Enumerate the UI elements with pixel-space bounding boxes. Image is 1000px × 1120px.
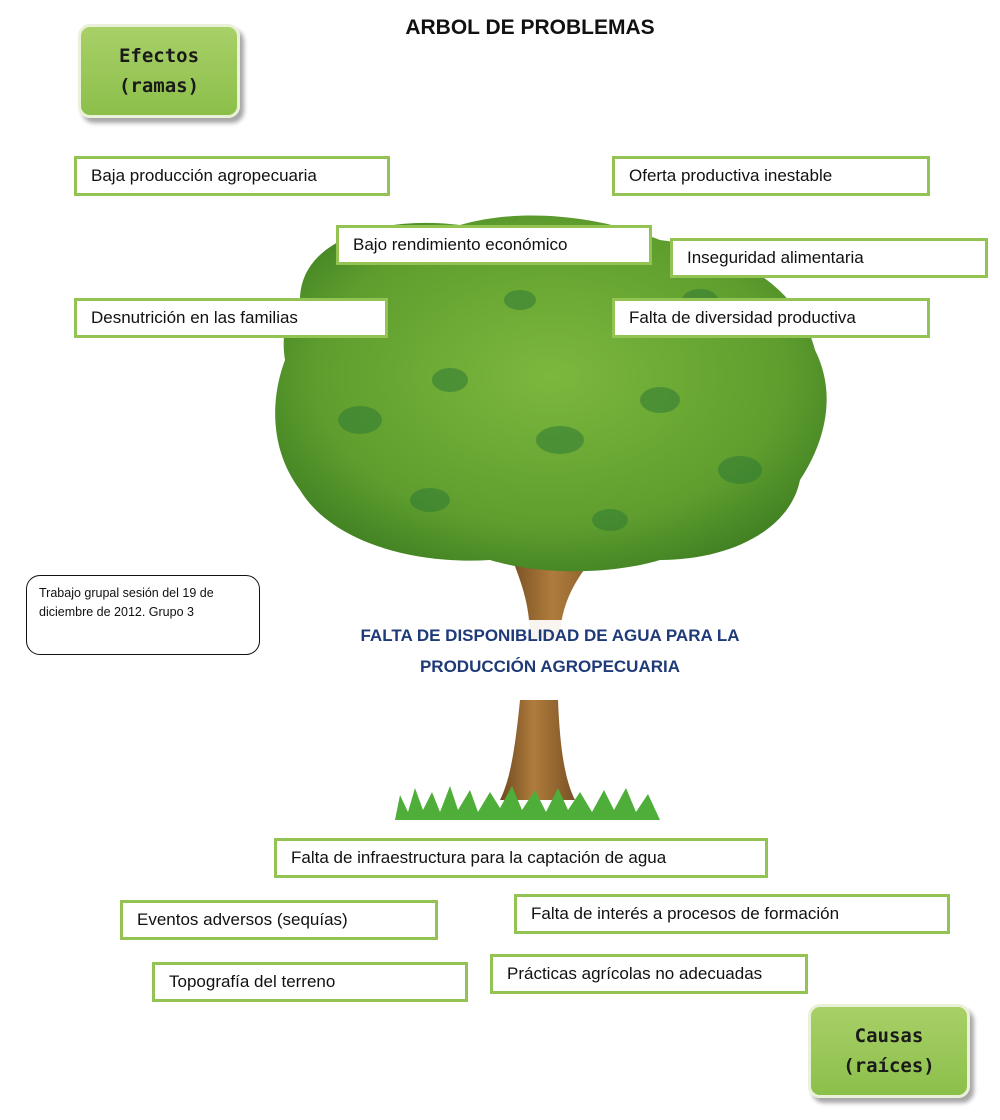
cause-box: Prácticas agrícolas no adecuadas [490, 954, 808, 994]
effect-box: Falta de diversidad productiva [612, 298, 930, 338]
cause-box: Topografía del terreno [152, 962, 468, 1002]
effect-box: Oferta productiva inestable [612, 156, 930, 196]
grass [395, 786, 660, 820]
cause-box: Falta de interés a procesos de formación [514, 894, 950, 934]
note-box: Trabajo grupal sesión del 19 de diciembr… [26, 575, 260, 655]
central-problem: FALTA DE DISPONIBLIDAD DE AGUA PARA LA P… [330, 620, 770, 682]
effect-box: Baja producción agropecuaria [74, 156, 390, 196]
cause-box: Falta de infraestructura para la captaci… [274, 838, 768, 878]
effects-badge: Efectos (ramas) [78, 24, 240, 118]
effect-box: Desnutrición en las familias [74, 298, 388, 338]
causes-badge: Causas (raíces) [808, 1004, 970, 1098]
page-title: ARBOL DE PROBLEMAS [405, 16, 655, 39]
effect-box: Inseguridad alimentaria [670, 238, 988, 278]
effect-box: Bajo rendimiento económico [336, 225, 652, 265]
cause-box: Eventos adversos (sequías) [120, 900, 438, 940]
tree-trunk [500, 700, 575, 800]
